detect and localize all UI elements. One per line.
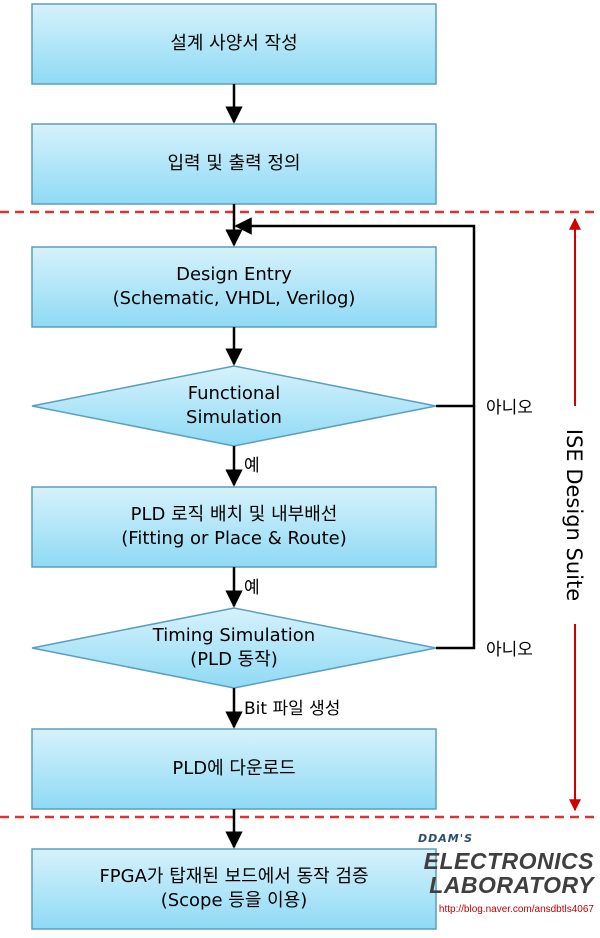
logo-line2: LABORATORY — [429, 872, 594, 898]
no-label-2: 아니오 — [486, 640, 533, 660]
pld-step-title: PLD 로직 배치 및 내부배선 — [130, 504, 338, 525]
suite-label-text: ISE Design Suite — [562, 428, 586, 602]
entry-step-subtitle: (Schematic, VHDL, Verilog) — [112, 288, 356, 309]
logo-line1: ELECTRONICS — [423, 848, 594, 874]
io-step: 입력 및 출력 정의 — [32, 124, 436, 204]
yes-label-1: 예 — [244, 456, 260, 476]
download-step: PLD에 다운로드 — [32, 729, 436, 809]
entry-step-title: Design Entry — [176, 264, 292, 285]
pld-box — [31, 486, 437, 568]
io-step-label: 입력 및 출력 정의 — [167, 153, 301, 174]
timing-sim-step: Timing Simulation (PLD 동작) — [82, 608, 386, 688]
verify-step-title: FPGA가 탑재된 보드에서 동작 검증 — [99, 866, 369, 887]
functional-sim-line1: Functional — [187, 383, 281, 404]
entry-step: Design Entry (Schematic, VHDL, Verilog) — [32, 247, 436, 327]
logo-url: http://blog.naver.com/ansdbtls4067 — [438, 904, 594, 915]
verify-box — [31, 848, 437, 930]
suite-label: ISE Design Suite — [553, 406, 595, 624]
io-box — [31, 123, 437, 205]
spec-step: 설계 사양서 작성 — [32, 4, 436, 84]
spec-box — [31, 3, 437, 85]
yes-label-2: 예 — [244, 578, 260, 598]
watermark-logo: DDAM'S ELECTRONICS LABORATORY http://blo… — [412, 832, 594, 932]
download-box — [31, 728, 437, 810]
verify-step: FPGA가 탑재된 보드에서 동작 검증 (Scope 등을 이용) — [32, 849, 436, 929]
verify-step-subtitle: (Scope 등을 이용) — [160, 890, 308, 911]
feedback-loop-line — [234, 217, 476, 408]
timing-sim-line2: (PLD 동작) — [190, 649, 278, 670]
logo-top: DDAM'S — [418, 832, 474, 845]
bitfile-label: Bit 파일 생성 — [244, 699, 341, 719]
functional-sim-line2: Simulation — [186, 407, 282, 428]
timing-sim-line1: Timing Simulation — [152, 625, 316, 646]
spec-step-label: 설계 사양서 작성 — [170, 33, 298, 54]
pld-step: PLD 로직 배치 및 내부배선 (Fitting or Place & Rou… — [32, 487, 436, 567]
feedback-timing-line — [436, 406, 476, 650]
no-label-1: 아니오 — [486, 398, 533, 418]
download-step-label: PLD에 다운로드 — [172, 758, 296, 779]
entry-box — [31, 246, 437, 328]
pld-step-subtitle: (Fitting or Place & Route) — [121, 528, 347, 549]
functional-sim-step: Functional Simulation — [92, 366, 376, 446]
